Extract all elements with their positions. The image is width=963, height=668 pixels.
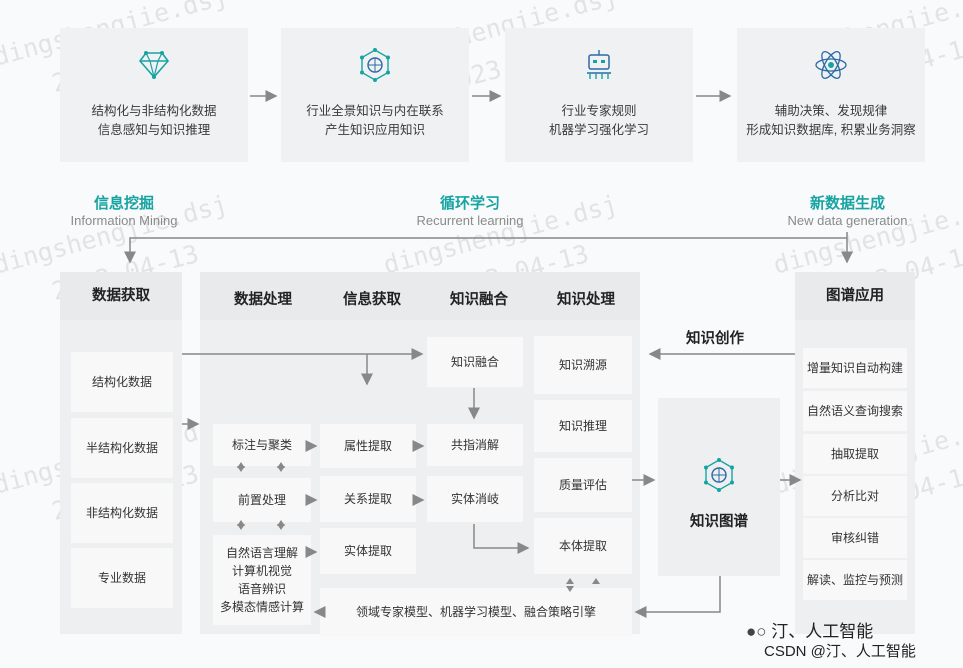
extraction-item-attribute: 属性提取 <box>320 424 416 468</box>
kp-item-traceability: 知识溯源 <box>534 336 632 394</box>
nlp-line: 自然语言理解 <box>225 546 298 560</box>
graph-app-item: 自然语义查询搜索 <box>803 391 907 431</box>
acquisition-item: 非结构化数据 <box>71 483 173 543</box>
kp-item-ontology: 本体提取 <box>534 518 632 574</box>
atom-icon <box>815 51 847 79</box>
top-box-3: 行业专家规则 机器学习强化学习 <box>505 28 693 162</box>
processing-item-labeling: 标注与聚类 <box>213 424 311 466</box>
top-box-1-line2: 信息感知与知识推理 <box>97 123 211 137</box>
header-data-processing: 数据处理 <box>234 292 292 308</box>
header-info-extraction: 信息获取 <box>343 292 401 308</box>
graph-app-item: 解读、监控与预测 <box>803 560 907 600</box>
acquisition-item: 结构化数据 <box>71 352 173 412</box>
phase-subtitle-new-data: New data generation <box>787 213 908 228</box>
wechat-icon: ●○ <box>746 622 767 641</box>
processing-item-preprocess: 前置处理 <box>213 478 311 522</box>
domain-models-box: 领域专家模型、机器学习模型、融合策略引擎 <box>320 588 632 636</box>
top-box-2: 行业全景知识与内在联系 产生知识应用知识 <box>281 28 469 162</box>
fusion-item-entity-disambiguation: 实体消岐 <box>427 476 523 522</box>
graph-apps-header: 图谱应用 <box>795 272 915 320</box>
top-box-3-line2: 机器学习强化学习 <box>548 123 649 137</box>
acquisition-header: 数据获取 <box>60 272 182 320</box>
nlp-line: 语音辨识 <box>237 582 286 596</box>
nlp-line: 计算机视觉 <box>231 564 292 578</box>
wechat-name: 汀、人工智能 <box>771 622 874 641</box>
knowledge-graph-box: 知识图谱 <box>658 398 780 576</box>
graph-app-item: 审核纠错 <box>803 518 907 558</box>
phase-title-mining: 信息挖掘 <box>93 195 154 212</box>
csdn-brand: CSDN @汀、人工智能 <box>764 643 916 660</box>
top-box-1-line1: 结构化与非结构化数据 <box>91 104 217 118</box>
top-box-1: 结构化与非结构化数据 信息感知与知识推理 <box>60 28 248 162</box>
kp-item-quality: 质量评估 <box>534 458 632 512</box>
top-box-2-line1: 行业全景知识与内在联系 <box>306 104 444 118</box>
knowledge-creation-label: 知识创作 <box>686 331 744 347</box>
phase-title-new-data: 新数据生成 <box>809 195 885 212</box>
acquisition-item: 专业数据 <box>71 548 173 608</box>
knowledge-graph-label: 知识图谱 <box>690 514 748 530</box>
diamond-icon <box>138 51 170 79</box>
phase-subtitle-mining: Information Mining <box>70 213 178 228</box>
extraction-item-relation: 关系提取 <box>320 476 416 522</box>
top-box-3-line1: 行业专家规则 <box>561 104 637 118</box>
phase-title-recurrent: 循环学习 <box>439 195 500 212</box>
network-globe-icon <box>360 48 390 82</box>
graph-app-item: 增量知识自动构建 <box>803 348 907 388</box>
top-box-4: 辅助决策、发现规律 形成知识数据库, 积累业务洞察 <box>737 28 925 162</box>
top-box-4-line2: 形成知识数据库, 积累业务洞察 <box>746 123 916 137</box>
nlp-line: 多模态情感计算 <box>219 600 304 614</box>
header-knowledge-processing: 知识处理 <box>557 292 615 308</box>
top-box-4-line1: 辅助决策、发现规律 <box>774 104 888 118</box>
kp-item-reasoning: 知识推理 <box>534 400 632 452</box>
extraction-item-entity: 实体提取 <box>320 528 416 574</box>
nlp-box: 自然语言理解 计算机视觉 语音辨识 多模态情感计算 <box>213 535 311 625</box>
robot-icon <box>587 50 611 79</box>
graph-app-item: 分析比对 <box>803 476 907 516</box>
wechat-brand: ●○ 汀、人工智能 <box>746 617 873 642</box>
header-knowledge-fusion: 知识融合 <box>450 292 508 308</box>
fusion-item-fusion: 知识融合 <box>427 337 523 387</box>
fusion-item-coreference: 共指消解 <box>427 424 523 466</box>
graph-app-item: 抽取提取 <box>803 434 907 474</box>
top-box-2-line2: 产生知识应用知识 <box>324 123 425 137</box>
processing-header-bar <box>200 272 640 320</box>
phase-subtitle-recurrent: Recurrent learning <box>416 213 524 228</box>
network-globe-icon <box>704 458 734 492</box>
acquisition-item: 半结构化数据 <box>71 418 173 478</box>
